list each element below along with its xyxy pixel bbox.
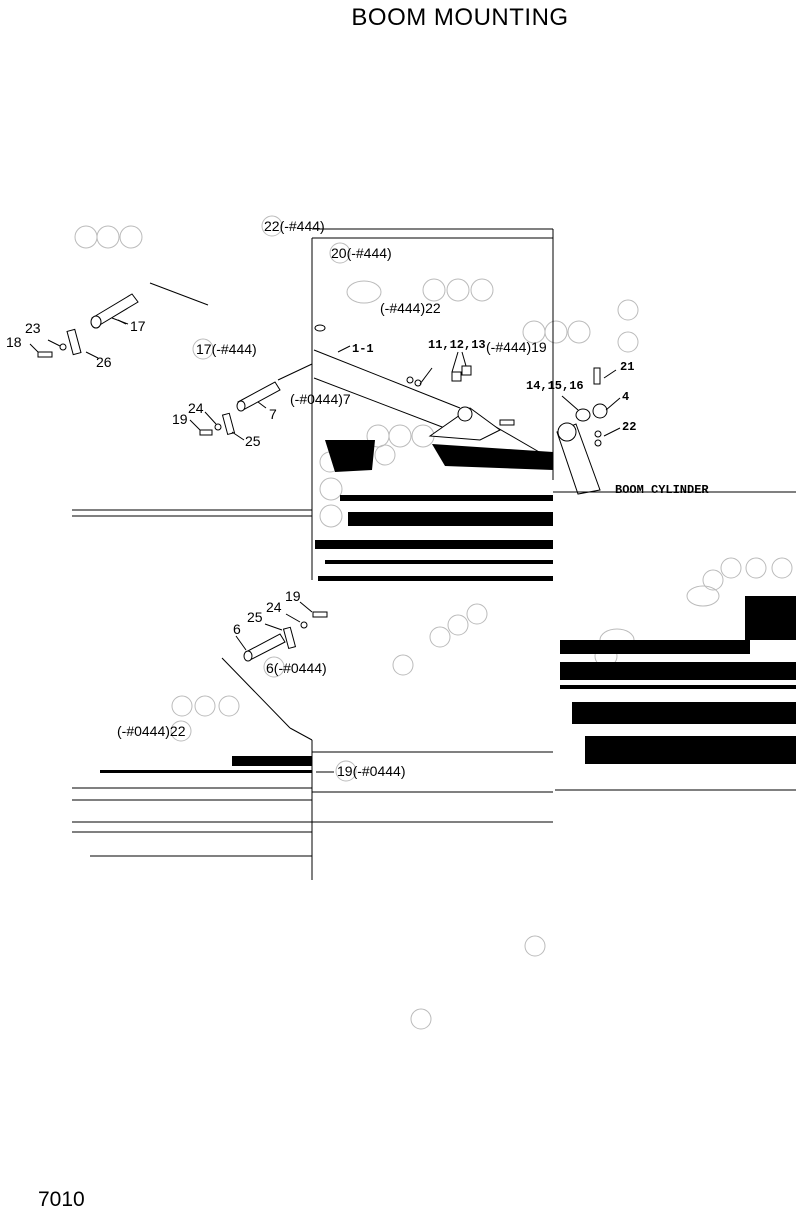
callout-22-444: 22(-#444) [264,218,325,234]
callout-0444-7: (-#0444)7 [290,391,351,407]
callout-19-0444: 19(-#0444) [337,763,406,779]
callout-26: 26 [96,354,112,370]
callout-25b: 25 [247,609,263,625]
pin-17-group [37,282,209,358]
callout-17-444: 17(-#444) [196,341,257,357]
callout-20-444: 20(-#444) [331,245,392,261]
callout-7: 7 [269,406,277,422]
leader-lines [29,319,351,773]
frame-lines [72,509,553,880]
reference-circles [74,215,793,1030]
page-title: BOOM MOUNTING [351,4,569,31]
pin-7-group [199,363,313,436]
page-number: 7010 [38,1188,85,1211]
callout-19a: 19 [172,411,188,427]
callout-24b: 24 [266,599,282,615]
callout-17: 17 [130,318,146,334]
callout-444-22: (-#444)22 [380,300,441,316]
boom-cylinder-label: BOOM CYLINDER [615,483,709,497]
callout-21: 21 [620,360,634,374]
callout-11-12-13: 11,12,13 [428,338,486,352]
callout-6: 6 [233,621,241,637]
callout-6-0444: 6(-#0444) [266,660,327,676]
boom-structure [311,228,554,581]
callout-labels: 22(-#444) 20(-#444) (-#444)22 17 23 18 2… [6,218,709,779]
bolt-group-11-12-13 [314,324,515,426]
callout-4: 4 [622,390,629,404]
callout-22b: 22 [622,420,636,434]
callout-23: 23 [25,320,41,336]
callout-25a: 25 [245,433,261,449]
callout-1-1: 1-1 [352,342,374,356]
callout-24a: 24 [188,400,204,416]
callout-444-19: (-#444)19 [486,339,547,355]
callout-18: 18 [6,334,22,350]
boom-cylinder-assembly [553,422,796,791]
callout-14-15-16: 14,15,16 [526,379,584,393]
pin-6-group [243,611,328,662]
callout-0444-22: (-#0444)22 [117,723,186,739]
callout-19b: 19 [285,588,301,604]
bolt-group-21-4-22 [561,367,621,447]
